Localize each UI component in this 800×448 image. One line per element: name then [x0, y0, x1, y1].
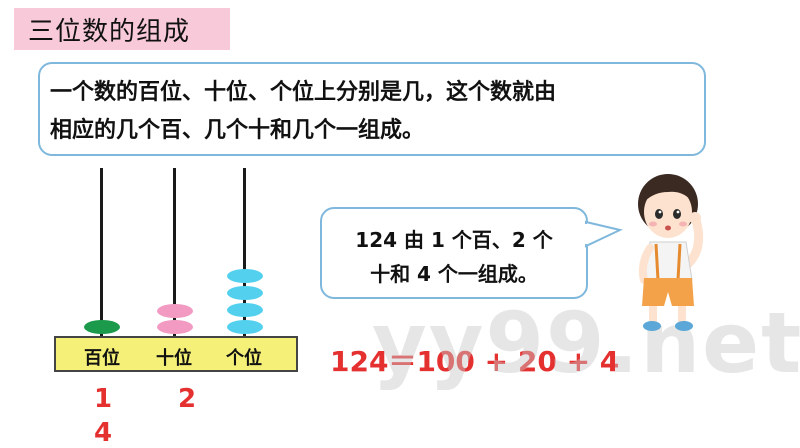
speech-line-2: 十和 4 个一组成。: [370, 262, 538, 286]
abacus-bead-tens: [157, 304, 193, 318]
rule-box: 一个数的百位、十位、个位上分别是几，这个数就由 相应的几个百、几个十和几个一组成…: [38, 62, 706, 156]
speech-line-1: 124 由 1 个百、2 个: [355, 228, 553, 252]
label-tens-place: 十位: [156, 348, 192, 369]
abacus-rod-ones: [243, 168, 246, 336]
digit-hundreds: 1: [94, 384, 113, 414]
rule-line-1: 一个数的百位、十位、个位上分别是几，这个数就由: [50, 80, 557, 105]
abacus-rod-tens: [173, 168, 176, 336]
section-title-text: 三位数的组成: [28, 16, 191, 47]
boy-illustration: [638, 174, 704, 331]
speech-bubble: 124 由 1 个百、2 个 十和 4 个一组成。: [320, 207, 588, 299]
abacus-bead-ones: [227, 269, 263, 283]
abacus-bead-ones: [227, 286, 263, 300]
abacus-bead-ones: [227, 303, 263, 317]
equation: 124＝100 + 20 + 4: [330, 345, 620, 378]
digit-tens: 2: [178, 384, 197, 414]
section-title: 三位数的组成: [14, 8, 230, 50]
abacus-base: 百位 十位 个位: [54, 336, 298, 372]
rule-line-2: 相应的几个百、几个十和几个一组成。: [50, 118, 425, 143]
speech-bubble-tail: [584, 220, 624, 248]
label-hundreds-place: 百位: [84, 348, 120, 369]
abacus-bead-tens: [157, 320, 193, 334]
abacus-rod-hundreds: [100, 168, 103, 336]
watermark: yy99.net: [372, 294, 800, 392]
label-ones-place: 个位: [226, 348, 262, 369]
digit-ones: 4: [94, 418, 113, 448]
abacus-bead-ones: [227, 320, 263, 334]
abacus-bead-hundreds: [84, 320, 120, 334]
